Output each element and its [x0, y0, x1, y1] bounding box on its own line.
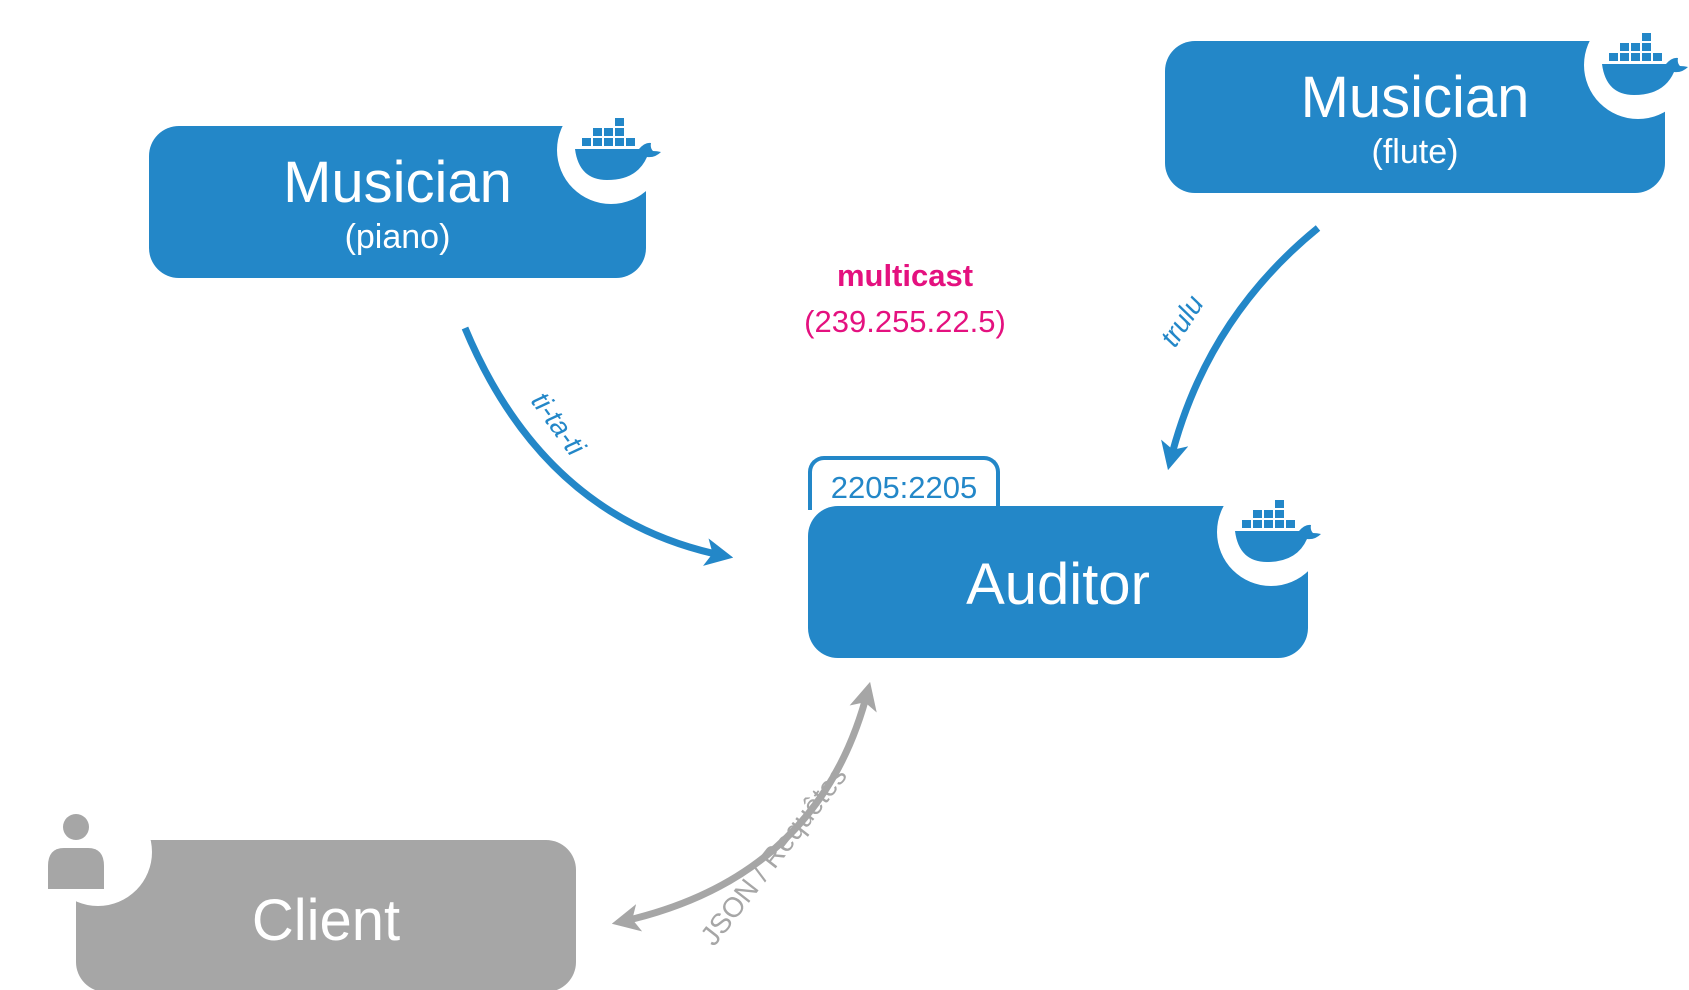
musician-flute-node: Musician (flute) [1165, 41, 1665, 193]
client-title: Client [251, 888, 401, 953]
docker-whale-icon [557, 96, 665, 204]
arrow-piano-to-auditor [461, 326, 734, 566]
musician-flute-title: Musician [1300, 65, 1530, 130]
auditor-title: Auditor [966, 552, 1150, 617]
musician-piano-subtitle: (piano) [344, 218, 451, 256]
arrow-flute-to-auditor [1161, 225, 1321, 471]
musician-piano-title: Musician [283, 150, 512, 215]
user-icon [44, 798, 152, 906]
client-node: Client [76, 840, 576, 990]
multicast-label: multicast [836, 258, 974, 293]
docker-whale-icon [1217, 478, 1325, 586]
multicast-address: (239.255.22.5) [804, 304, 1006, 339]
docker-whale-icon [1584, 11, 1689, 119]
auditor-port-tab: 2205:2205 [808, 456, 1000, 510]
musician-flute-subtitle: (flute) [1371, 133, 1459, 171]
arrow-client-auditor [611, 681, 877, 932]
